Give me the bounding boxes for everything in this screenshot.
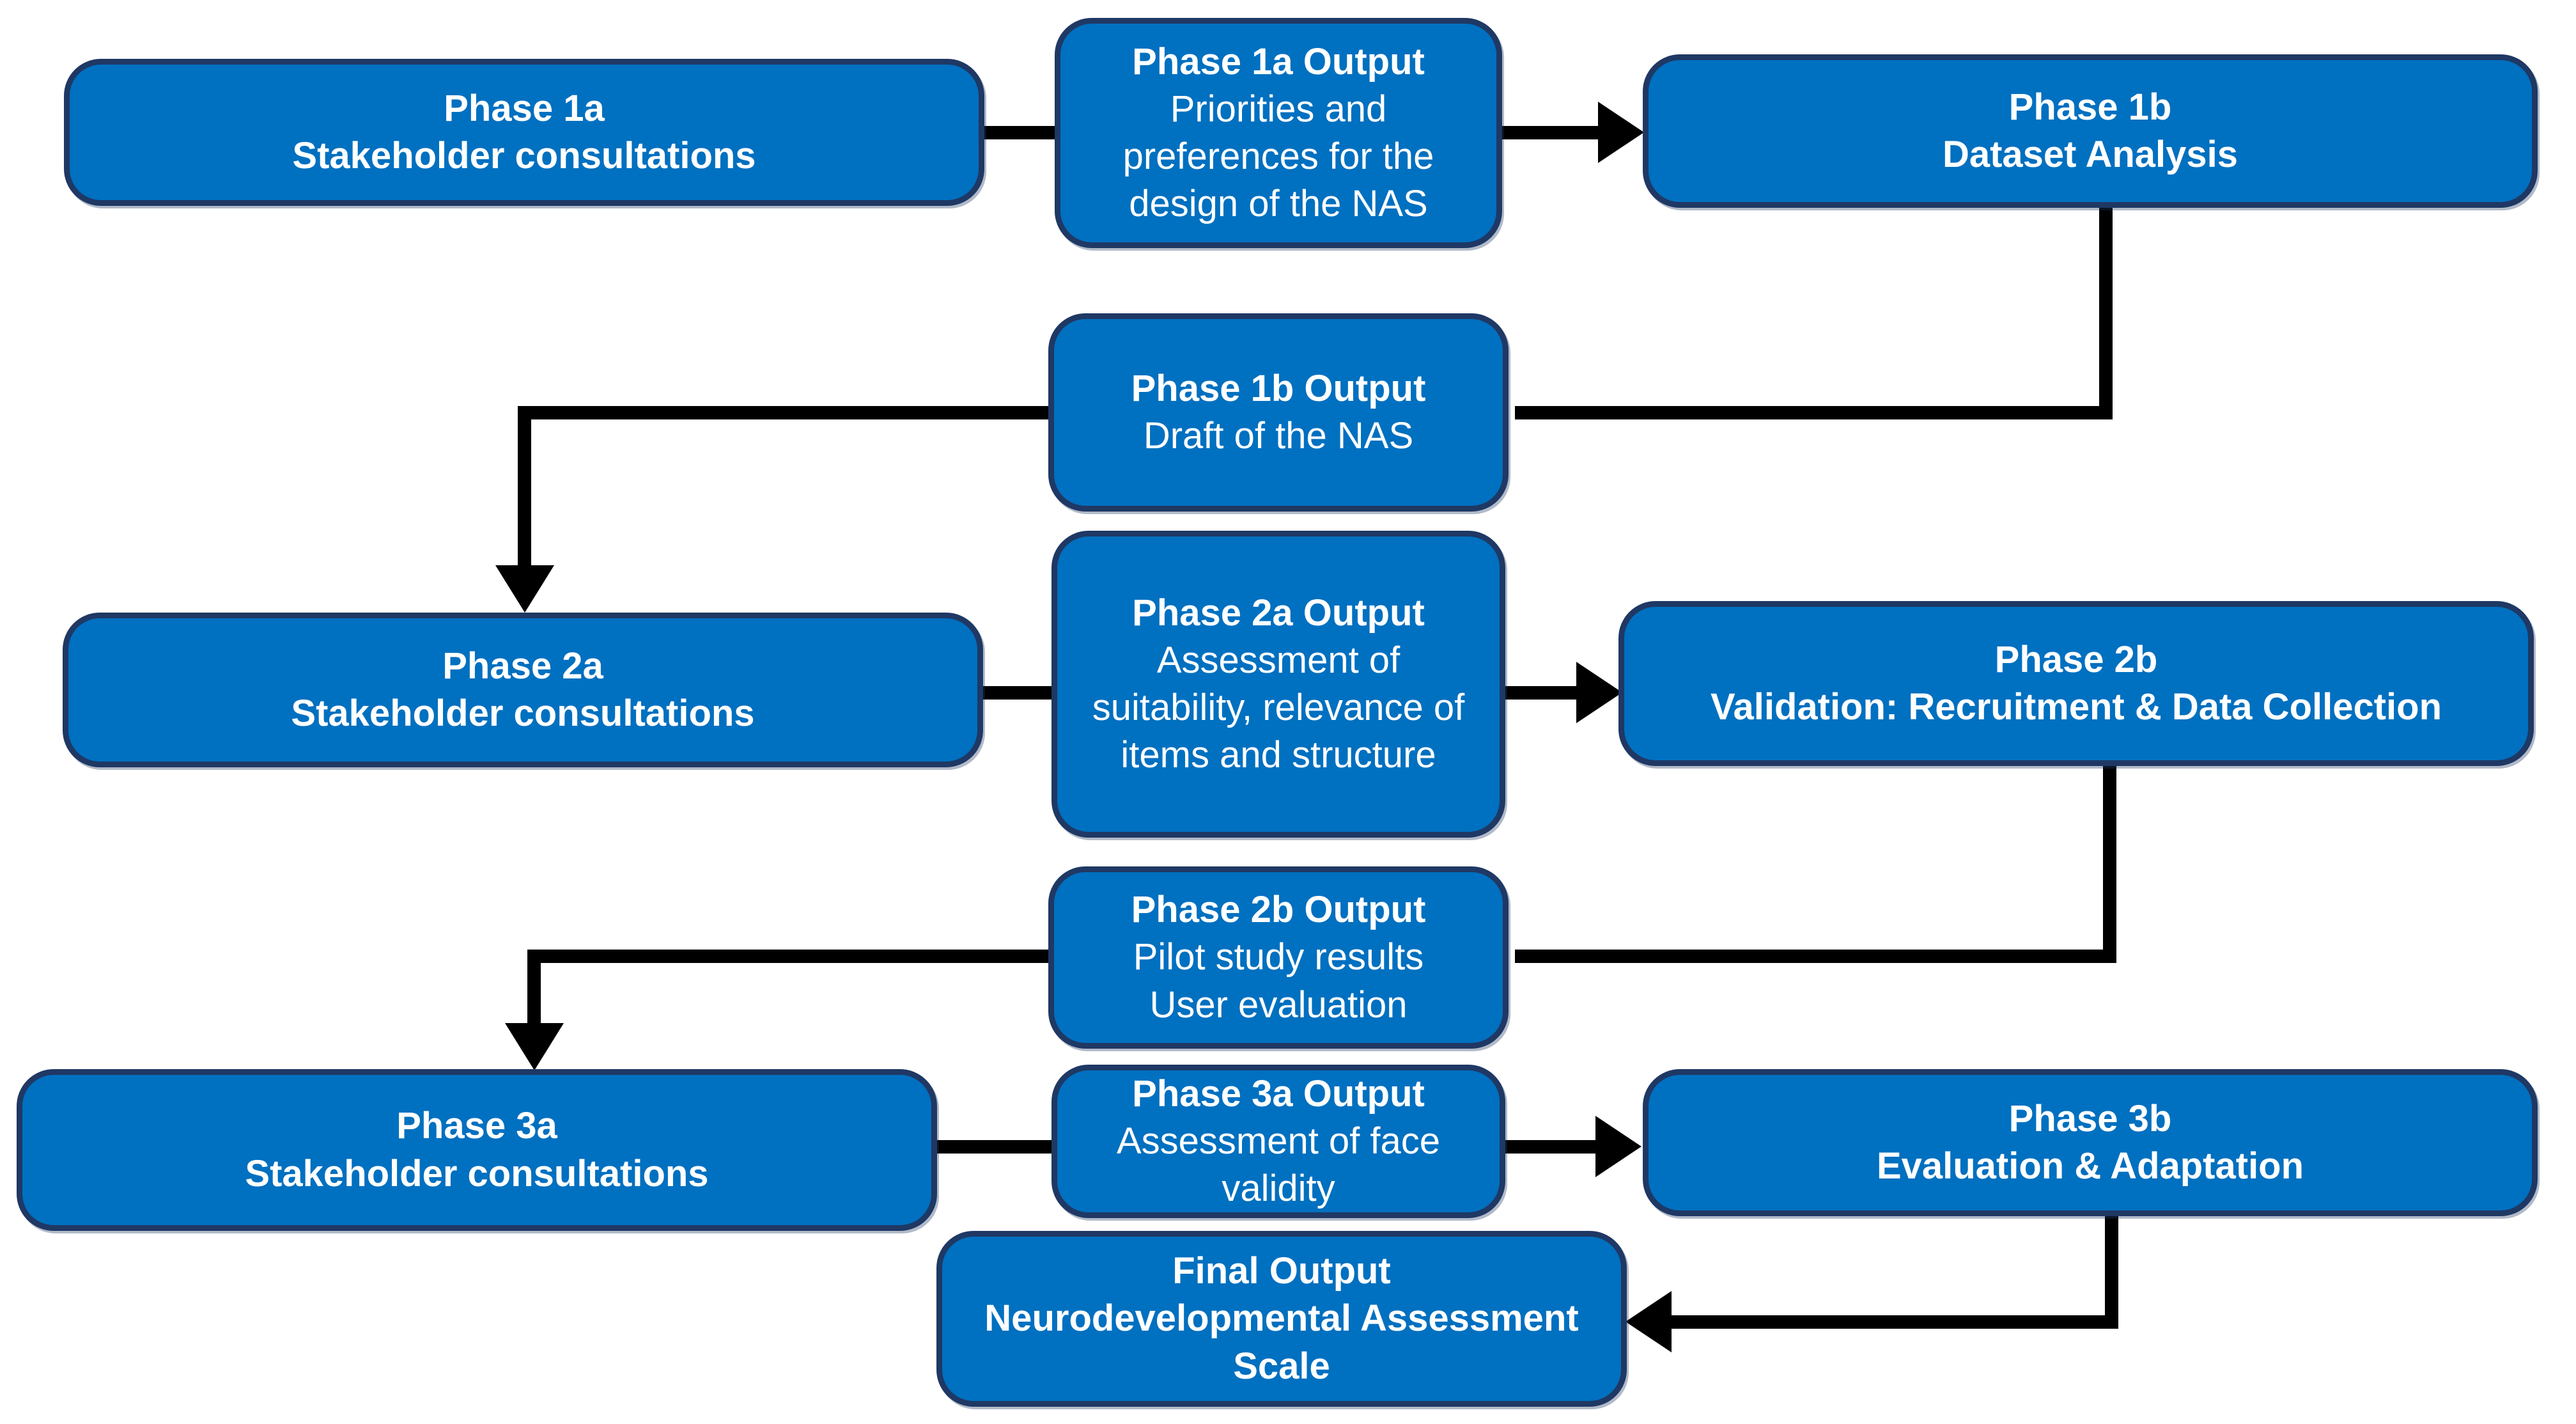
connector-phase1a-output-to-phase1b [1489,126,1599,139]
connector-phase2b-output-left [527,950,1064,963]
node-phase-1a: Phase 1a Stakeholder consultations [64,59,984,206]
node-title: Phase 2a [442,645,603,687]
connector-phase1b-down [2099,205,2113,419]
connector-phase2a-output-to-phase2b [1496,686,1578,700]
node-body: Stakeholder consultations [291,692,755,734]
node-body: Priorities and preferences for the desig… [1122,88,1434,225]
node-title: Phase 1b [2008,86,2172,128]
arrowhead-into-final-output [1626,1291,1672,1352]
node-phase-3a-output: Phase 3a Output Assessment of face valid… [1051,1065,1505,1218]
node-body: Validation: Recruitment & Data Collectio… [1710,686,2442,728]
node-body: Neurodevelopmental Assessment Scale [984,1297,1579,1387]
connector-phase3b-down [2105,1215,2118,1329]
node-body: Dataset Analysis [1942,134,2238,175]
node-phase-1b-output: Phase 1b Output Draft of the NAS [1048,313,1509,512]
node-phase-1b: Phase 1b Dataset Analysis [1643,54,2538,208]
node-title: Phase 1a Output [1132,40,1425,82]
node-body: Draft of the NAS [1143,415,1414,457]
arrowhead-into-phase3a [505,1023,564,1070]
node-body: Assessment of suitability, relevance of … [1092,639,1465,776]
connector-phase1b-output-left [518,406,1067,419]
node-title: Phase 2a Output [1132,591,1425,634]
node-title: Phase 3a Output [1132,1072,1425,1115]
node-phase-3a: Phase 3a Stakeholder consultations [17,1069,937,1231]
node-title: Final Output [1172,1250,1391,1292]
node-phase-3b: Phase 3b Evaluation & Adaptation [1643,1069,2538,1216]
connector-phase2b-down [2103,764,2116,963]
connector-phase1b-to-phase1b-output [1515,406,2113,419]
connector-phase3b-to-final-output [1668,1315,2118,1329]
connector-phase2b-output-down [527,950,541,1024]
node-body: Evaluation & Adaptation [1876,1145,2304,1187]
node-title: Phase 1b Output [1131,367,1426,409]
node-title: Phase 3b [2008,1097,2172,1139]
node-body: Pilot study results User evaluation [1133,936,1424,1026]
arrowhead-into-phase1b [1598,102,1644,163]
connector-phase1b-output-down [518,406,531,567]
node-title: Phase 2b Output [1131,889,1426,931]
node-body: Assessment of face validity [1116,1120,1441,1210]
connector-phase3a-output-to-phase3b [1496,1140,1597,1154]
connector-phase2b-to-phase2b-output [1515,950,2116,963]
node-title: Phase 3a [396,1105,557,1147]
node-phase-1a-output: Phase 1a Output Priorities and preferenc… [1055,18,1502,248]
arrowhead-into-phase3b [1595,1116,1641,1177]
node-body: Stakeholder consultations [292,135,756,176]
node-phase-2b-output: Phase 2b Output Pilot study results User… [1048,866,1509,1049]
node-phase-2b: Phase 2b Validation: Recruitment & Data … [1618,601,2534,766]
node-title: Phase 2b [1994,638,2158,680]
node-title: Phase 1a [444,87,605,129]
node-final-output: Final Output Neurodevelopmental Assessme… [936,1231,1627,1407]
node-phase-2a-output: Phase 2a Output Assessment of suitabilit… [1051,531,1505,838]
arrowhead-into-phase2a [495,565,554,613]
connector-phase3a-to-phase3a-output [924,1140,1067,1154]
connector-phase2a-to-phase2a-output [972,686,1067,700]
arrowhead-into-phase2b [1576,662,1622,723]
node-body: Stakeholder consultations [245,1152,709,1194]
connector-phase1a-to-phase1a-output [972,126,1074,139]
node-phase-2a: Phase 2a Stakeholder consultations [63,613,983,767]
